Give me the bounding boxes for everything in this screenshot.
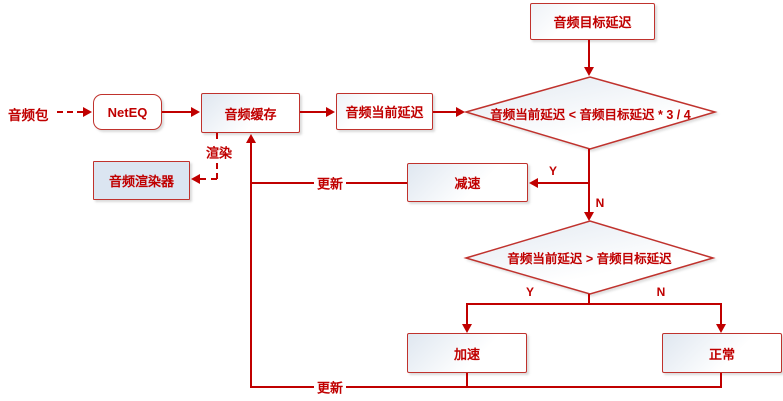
decision-greater-shape <box>463 220 716 295</box>
audio-packet-label: 音频包 <box>8 108 49 123</box>
arrowhead-into-decision-less <box>456 107 465 117</box>
edge-label-yes-decision-less: Y <box>548 164 558 178</box>
arrowhead-into-speed-up <box>462 324 472 333</box>
arrowhead-into-current-delay <box>326 107 335 117</box>
node-speed-up: 加速 <box>407 333 527 373</box>
edge-label-yes-decision-greater: Y <box>525 285 535 299</box>
connector-neteq-to-buffer <box>162 111 191 113</box>
connector-no-to-decision-greater <box>588 183 590 212</box>
arrowhead-into-slow-down <box>529 178 538 188</box>
node-audio-current-delay: 音频当前延迟 <box>336 93 433 130</box>
edge-label-update-top: 更新 <box>313 173 347 193</box>
arrowhead-into-renderer <box>191 174 200 184</box>
decision-less-label: 音频当前延迟 < 音频目标延迟 * 3 / 4 <box>490 107 691 122</box>
arrowhead-into-buffer <box>191 107 200 117</box>
decision-less-shape <box>463 76 718 150</box>
connector-split-yes-no <box>466 303 722 305</box>
node-neteq: NetEQ <box>93 94 162 130</box>
connector-buffer-to-current-delay <box>300 111 326 113</box>
edge-label-no-decision-less: N <box>595 196 605 210</box>
connector-current-delay-to-decision <box>433 111 456 113</box>
edge-label-render: 渲染 <box>202 142 236 162</box>
node-audio-target-delay: 音频目标延迟 <box>530 3 655 40</box>
connector-yes-to-slow-down <box>538 182 590 184</box>
connector-no-to-normal <box>720 303 722 324</box>
connector-decision-greater-down <box>588 294 590 304</box>
connector-normal-down <box>720 373 722 387</box>
arrowhead-into-decision-greater <box>584 212 594 221</box>
arrowhead-into-decision-less-top <box>584 67 594 76</box>
node-slow-down: 减速 <box>407 163 528 202</box>
node-audio-buffer: 音频缓存 <box>201 93 300 133</box>
connector-target-delay-to-decision <box>588 40 590 67</box>
arrowhead-into-neteq <box>83 107 92 117</box>
connector-render-to-renderer <box>200 178 217 180</box>
arrowhead-into-buffer-bottom <box>246 134 256 143</box>
arrowhead-into-normal <box>716 324 726 333</box>
decision-greater-label: 音频当前延迟 > 音频目标延迟 <box>507 252 672 266</box>
connector-decision-less-down <box>588 149 590 183</box>
connector-yes-to-speed-up <box>466 303 468 324</box>
connector-speed-up-down <box>466 373 468 387</box>
edge-label-update-bottom: 更新 <box>313 377 347 397</box>
node-normal: 正常 <box>662 333 782 373</box>
edge-label-no-decision-greater: N <box>656 285 666 299</box>
connector-packet-to-neteq <box>57 111 83 113</box>
connector-update-to-buffer <box>250 143 252 388</box>
connector-bottom-update <box>251 386 722 388</box>
node-audio-renderer: 音频渲染器 <box>93 161 190 200</box>
